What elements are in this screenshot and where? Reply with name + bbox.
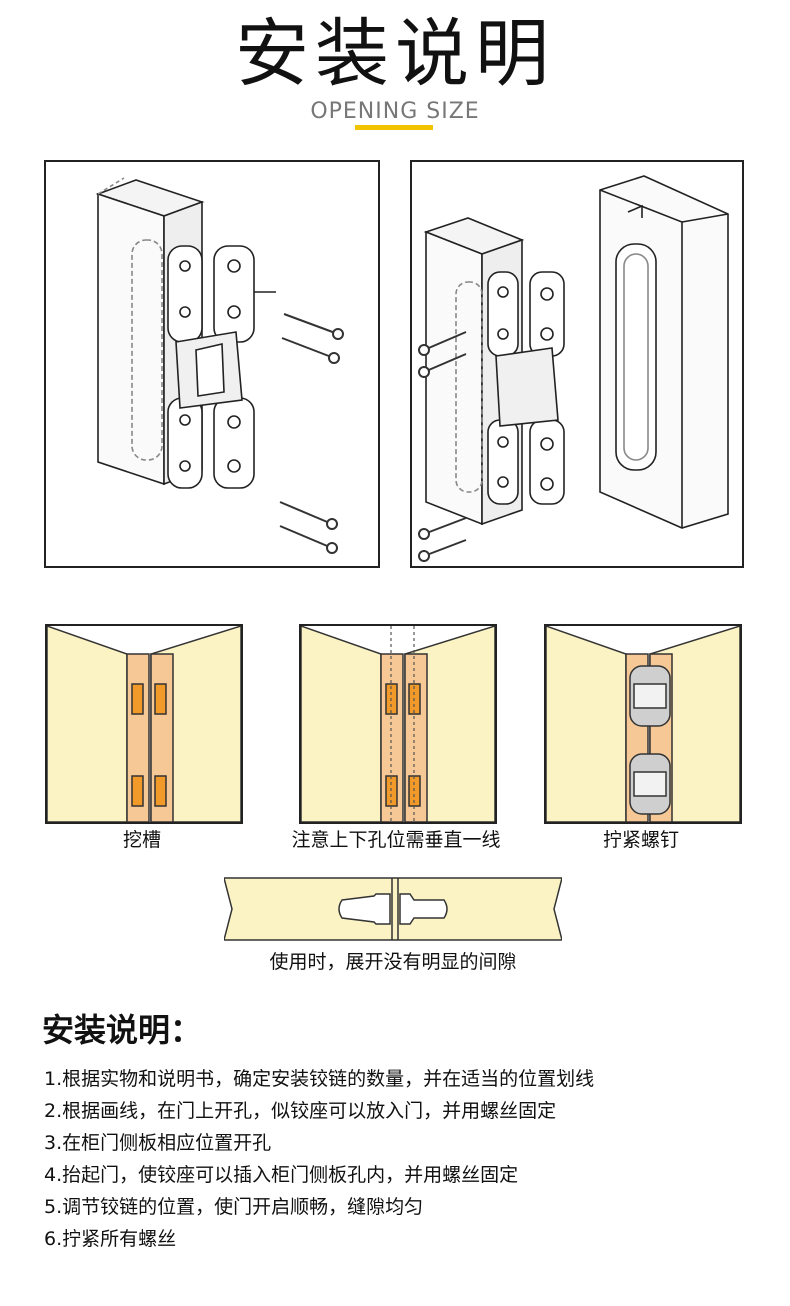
instruction-step: 2.根据画线，在门上开孔，似铰座可以放入门，并用螺丝固定 [44, 1100, 557, 1122]
page-title: 安装说明 [235, 11, 555, 97]
opened-hinge-illustration [223, 877, 563, 941]
instruction-step: 4.抬起门，使铰座可以插入柜门侧板孔内，并用螺丝固定 [44, 1164, 519, 1186]
alignment-illustration [300, 624, 496, 823]
title-accent-bar [355, 125, 433, 130]
hinge-install-diagram-left [44, 160, 380, 568]
tighten-illustration [545, 624, 741, 823]
opened-state-caption: 使用时，展开没有明显的间隙 [269, 951, 517, 973]
hinge-install-diagram-right [410, 160, 744, 568]
slot-diagram [45, 624, 243, 824]
instruction-step: 1.根据实物和说明书，确定安装铰链的数量，并在适当的位置划线 [44, 1068, 595, 1090]
slot-illustration [46, 624, 242, 823]
tighten-caption: 拧紧螺钉 [602, 829, 679, 851]
opened-state-diagram [223, 876, 563, 942]
instruction-step: 6.拧紧所有螺丝 [44, 1228, 177, 1250]
door-cabinet-illustration [418, 175, 729, 562]
hinge-door-illustration [95, 177, 344, 554]
instruction-step: 5.调节铰链的位置，使门开启顺畅，缝隙均匀 [44, 1196, 424, 1218]
page-subtitle: OPENING SIZE [310, 99, 480, 124]
slot-caption: 挖槽 [122, 829, 161, 851]
instructions-heading: 安装说明： [42, 1011, 203, 1049]
alignment-diagram [299, 624, 497, 824]
tighten-diagram [544, 624, 742, 824]
instruction-step: 3.在柜门侧板相应位置开孔 [44, 1132, 272, 1154]
alignment-caption: 注意上下孔位需垂直一线 [291, 829, 501, 851]
